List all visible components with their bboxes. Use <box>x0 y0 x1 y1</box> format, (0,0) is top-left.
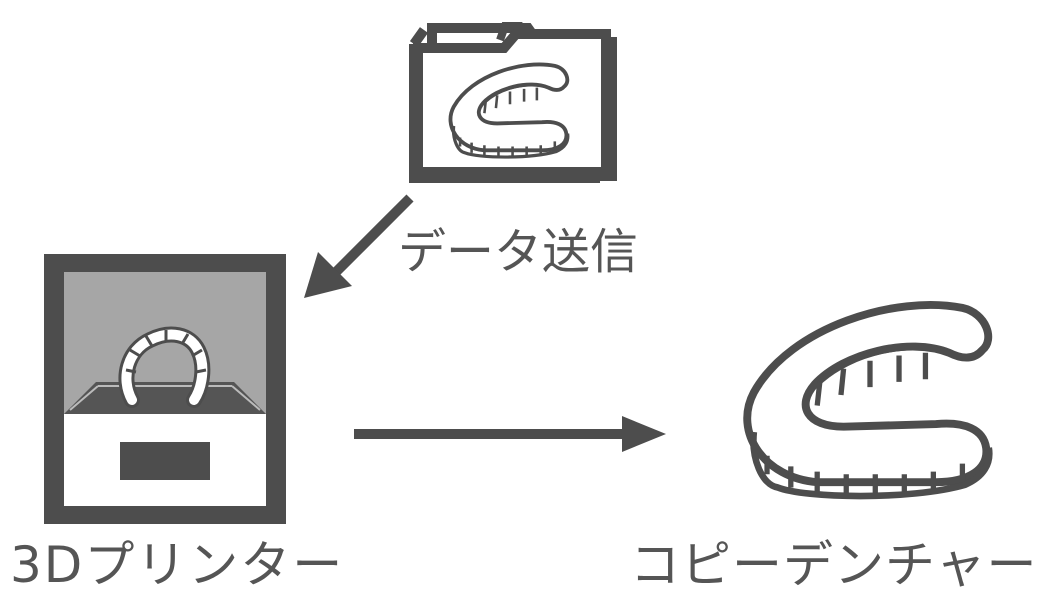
arrow-send-icon <box>304 194 414 298</box>
data-folder-icon <box>409 22 617 183</box>
printer-label: 3Dプリンター <box>10 536 345 594</box>
copy-denture-label: コピーデンチャー <box>630 536 1038 594</box>
printed-denture-icon <box>118 326 211 408</box>
copy-denture-icon <box>747 305 989 496</box>
printer-icon <box>44 254 286 524</box>
data-transfer-label: データ送信 <box>398 224 639 280</box>
arrow-output-icon <box>354 416 666 452</box>
